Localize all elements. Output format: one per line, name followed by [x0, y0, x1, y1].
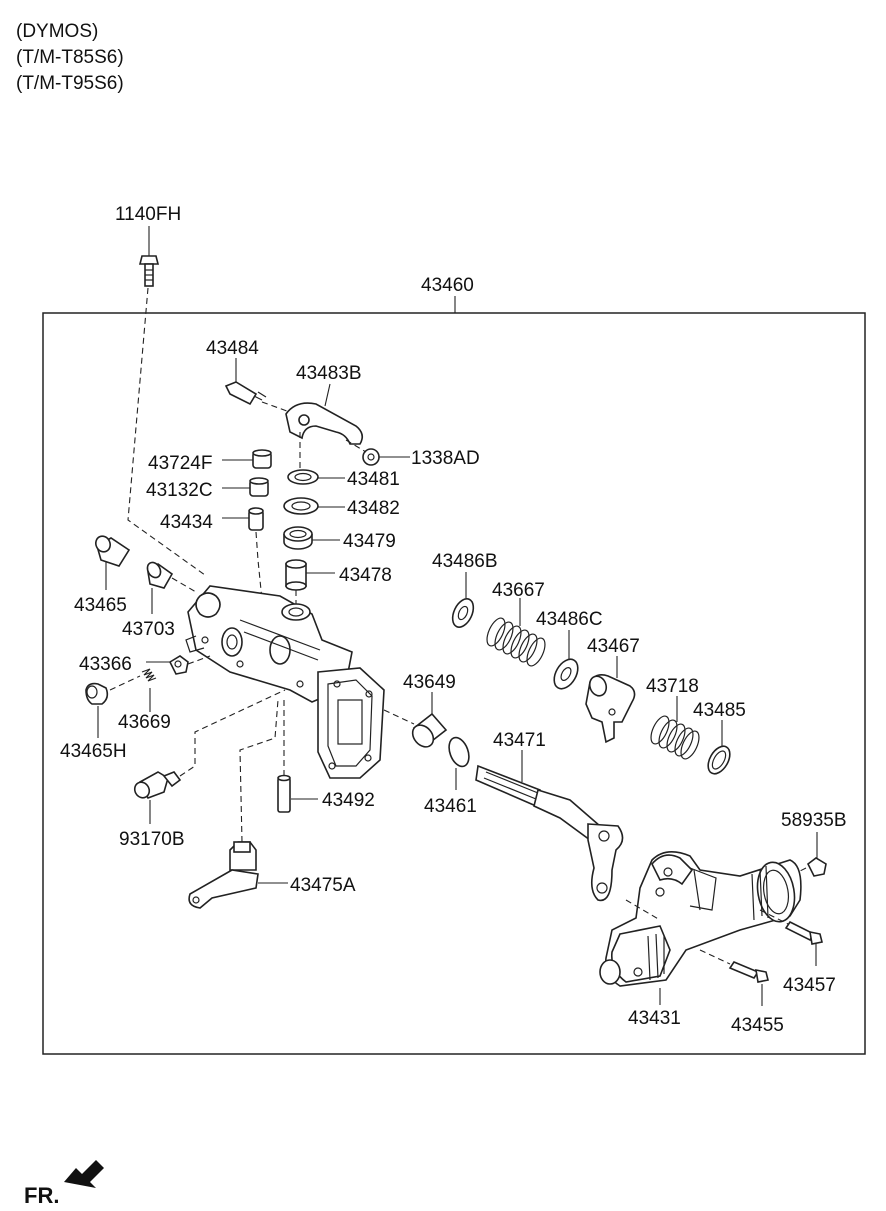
plug-43434-shape	[222, 507, 264, 531]
label-43649[interactable]: 43649	[403, 672, 456, 693]
label-93170b[interactable]: 93170B	[119, 829, 185, 850]
label-43483b[interactable]: 43483B	[296, 363, 362, 384]
washer-43481-shape	[287, 469, 345, 485]
label-43486c[interactable]: 43486C	[536, 609, 603, 630]
label-43475a[interactable]: 43475A	[290, 875, 356, 896]
shaft-43471-shape	[475, 750, 624, 902]
label-43366[interactable]: 43366	[79, 654, 132, 675]
label-58935b[interactable]: 58935B	[781, 810, 847, 831]
cup-43465-shape	[95, 535, 131, 590]
label-43479[interactable]: 43479	[343, 531, 396, 552]
label-43703[interactable]: 43703	[122, 619, 175, 640]
label-1140fh[interactable]: 1140FH	[115, 204, 181, 225]
assembly-frame	[42, 312, 866, 1055]
bolt-1140fh-shape	[138, 226, 160, 287]
label-43486b[interactable]: 43486B	[432, 551, 498, 572]
label-43465h[interactable]: 43465H	[60, 741, 127, 762]
label-43669[interactable]: 43669	[118, 712, 171, 733]
plug-43465h-shape	[85, 682, 109, 738]
header-model-line-3: (T/M-T95S6)	[16, 73, 124, 94]
label-43461[interactable]: 43461	[424, 796, 477, 817]
front-arrow-icon	[64, 1160, 104, 1188]
pin-43484-shape	[224, 358, 267, 406]
spring-43718-shape	[650, 696, 700, 760]
seal-43703-shape	[146, 561, 174, 614]
plug-43366-shape	[146, 655, 189, 675]
pin-43492-shape	[277, 774, 318, 813]
label-43471[interactable]: 43471	[493, 730, 546, 751]
plug-43724f-shape	[222, 449, 272, 469]
label-43724f[interactable]: 43724F	[148, 453, 212, 474]
label-43667[interactable]: 43667	[492, 580, 545, 601]
label-43492[interactable]: 43492	[322, 790, 375, 811]
label-43481[interactable]: 43481	[347, 469, 400, 490]
label-43457[interactable]: 43457	[783, 975, 836, 996]
fork-43467-shape	[585, 656, 636, 744]
bushing-43649-shape	[411, 692, 448, 748]
label-43132c[interactable]: 43132C	[146, 480, 213, 501]
label-43467[interactable]: 43467	[587, 636, 640, 657]
washer-43482-shape	[283, 497, 345, 515]
bolt-43455-shape	[728, 961, 769, 1006]
ring-43479-shape	[283, 526, 340, 550]
washer-43485-shape	[707, 720, 731, 775]
washer-43486c-shape	[553, 630, 579, 690]
header-model-line-2: (T/M-T85S6)	[16, 47, 124, 68]
bolt-43457-shape	[784, 920, 823, 966]
plug-58935b-shape	[806, 832, 827, 877]
label-43434[interactable]: 43434	[160, 512, 213, 533]
nut-1338ad-shape	[362, 448, 410, 466]
header-model-line-1: (DYMOS)	[16, 21, 99, 42]
housing-main-shape	[185, 585, 385, 779]
spring-43667-shape	[486, 598, 546, 667]
label-43484[interactable]: 43484	[206, 338, 259, 359]
bushing-43478-shape	[285, 559, 335, 591]
label-43485[interactable]: 43485	[693, 700, 746, 721]
sensor-93170b-shape	[133, 771, 182, 824]
spring-43669-shape	[141, 668, 157, 712]
label-43465[interactable]: 43465	[74, 595, 127, 616]
plug-43132c-shape	[222, 477, 269, 497]
oring-43461-shape	[448, 736, 470, 790]
front-label: FR.	[24, 1183, 59, 1208]
housing-43431-shape	[599, 851, 802, 1005]
label-43478[interactable]: 43478	[339, 565, 392, 586]
washer-43486b-shape	[451, 572, 475, 628]
label-43718[interactable]: 43718	[646, 676, 699, 697]
label-43455[interactable]: 43455	[731, 1015, 784, 1036]
bracket-43483b-shape	[285, 383, 364, 445]
label-1338ad[interactable]: 1338AD	[411, 448, 480, 469]
label-43431[interactable]: 43431	[628, 1008, 681, 1029]
label-43460[interactable]: 43460	[421, 275, 474, 296]
label-43482[interactable]: 43482	[347, 498, 400, 519]
lever-43475a-shape	[188, 841, 288, 909]
